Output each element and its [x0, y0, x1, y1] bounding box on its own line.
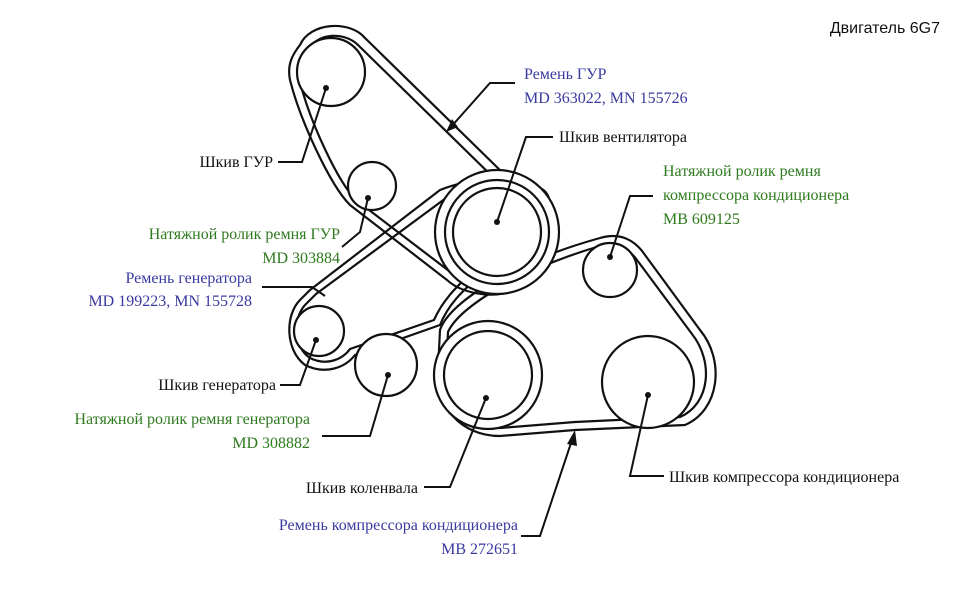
label-ac-compressor-pulley: Шкив компрессора кондиционера: [669, 469, 899, 486]
label-alt-pulley: Шкив генератора: [158, 377, 276, 394]
label-alt-belt: Ремень генератора MD 199223, MN 155728: [88, 270, 252, 310]
fan-pulley-inner: [451, 186, 543, 278]
label-alt-tensioner: Натяжной ролик ремня генератора MD 30888…: [74, 411, 310, 452]
page-title: Двигатель 6G7: [830, 20, 940, 37]
label-ac-belt-name: Ремень компрессора кондиционера: [279, 517, 518, 534]
label-crank-pulley: Шкив коленвала: [306, 480, 418, 497]
leaders: [262, 82, 664, 537]
label-ac-belt-pn: MB 272651: [441, 541, 518, 558]
label-alt-tensioner-pn: MD 308882: [232, 435, 310, 452]
label-alt-tensioner-name: Натяжной ролик ремня генератора: [74, 411, 310, 428]
alt-tensioner-pulley: [353, 332, 419, 398]
label-ac-tensioner: Натяжной ролик ремня компрессора кондици…: [663, 163, 849, 228]
label-ac-tensioner-line1: Натяжной ролик ремня: [663, 163, 821, 180]
alternator-pulley: [292, 304, 346, 358]
label-ac-belt: Ремень компрессора кондиционера MB 27265…: [279, 517, 518, 558]
label-ps-tensioner: Натяжной ролик ремня ГУР MD 303884: [149, 226, 340, 267]
label-alt-belt-pn: MD 199223, MN 155728: [88, 293, 252, 310]
crankshaft-pulley-inner: [442, 329, 534, 421]
label-ps-pulley: Шкив ГУР: [199, 154, 273, 171]
label-ps-belt-name: Ремень ГУР: [524, 66, 606, 83]
ps-tensioner-pulley: [346, 160, 398, 212]
label-ps-tensioner-name: Натяжной ролик ремня ГУР: [149, 226, 340, 243]
label-fan-pulley: Шкив вентилятора: [559, 129, 687, 146]
label-alt-belt-name: Ремень генератора: [125, 270, 252, 287]
ac-compressor-pulley: [600, 334, 696, 430]
label-ps-belt-pn: MD 363022, MN 155726: [524, 90, 688, 107]
ac-tensioner-pulley: [581, 241, 639, 299]
label-ps-tensioner-pn: MD 303884: [262, 250, 340, 267]
label-ac-tensioner-line2: компрессора кондиционера: [663, 187, 849, 204]
ps-pulley: [295, 36, 367, 108]
label-ac-tensioner-pn: MB 609125: [663, 211, 740, 228]
label-ps-belt: Ремень ГУР MD 363022, MN 155726: [524, 66, 688, 107]
